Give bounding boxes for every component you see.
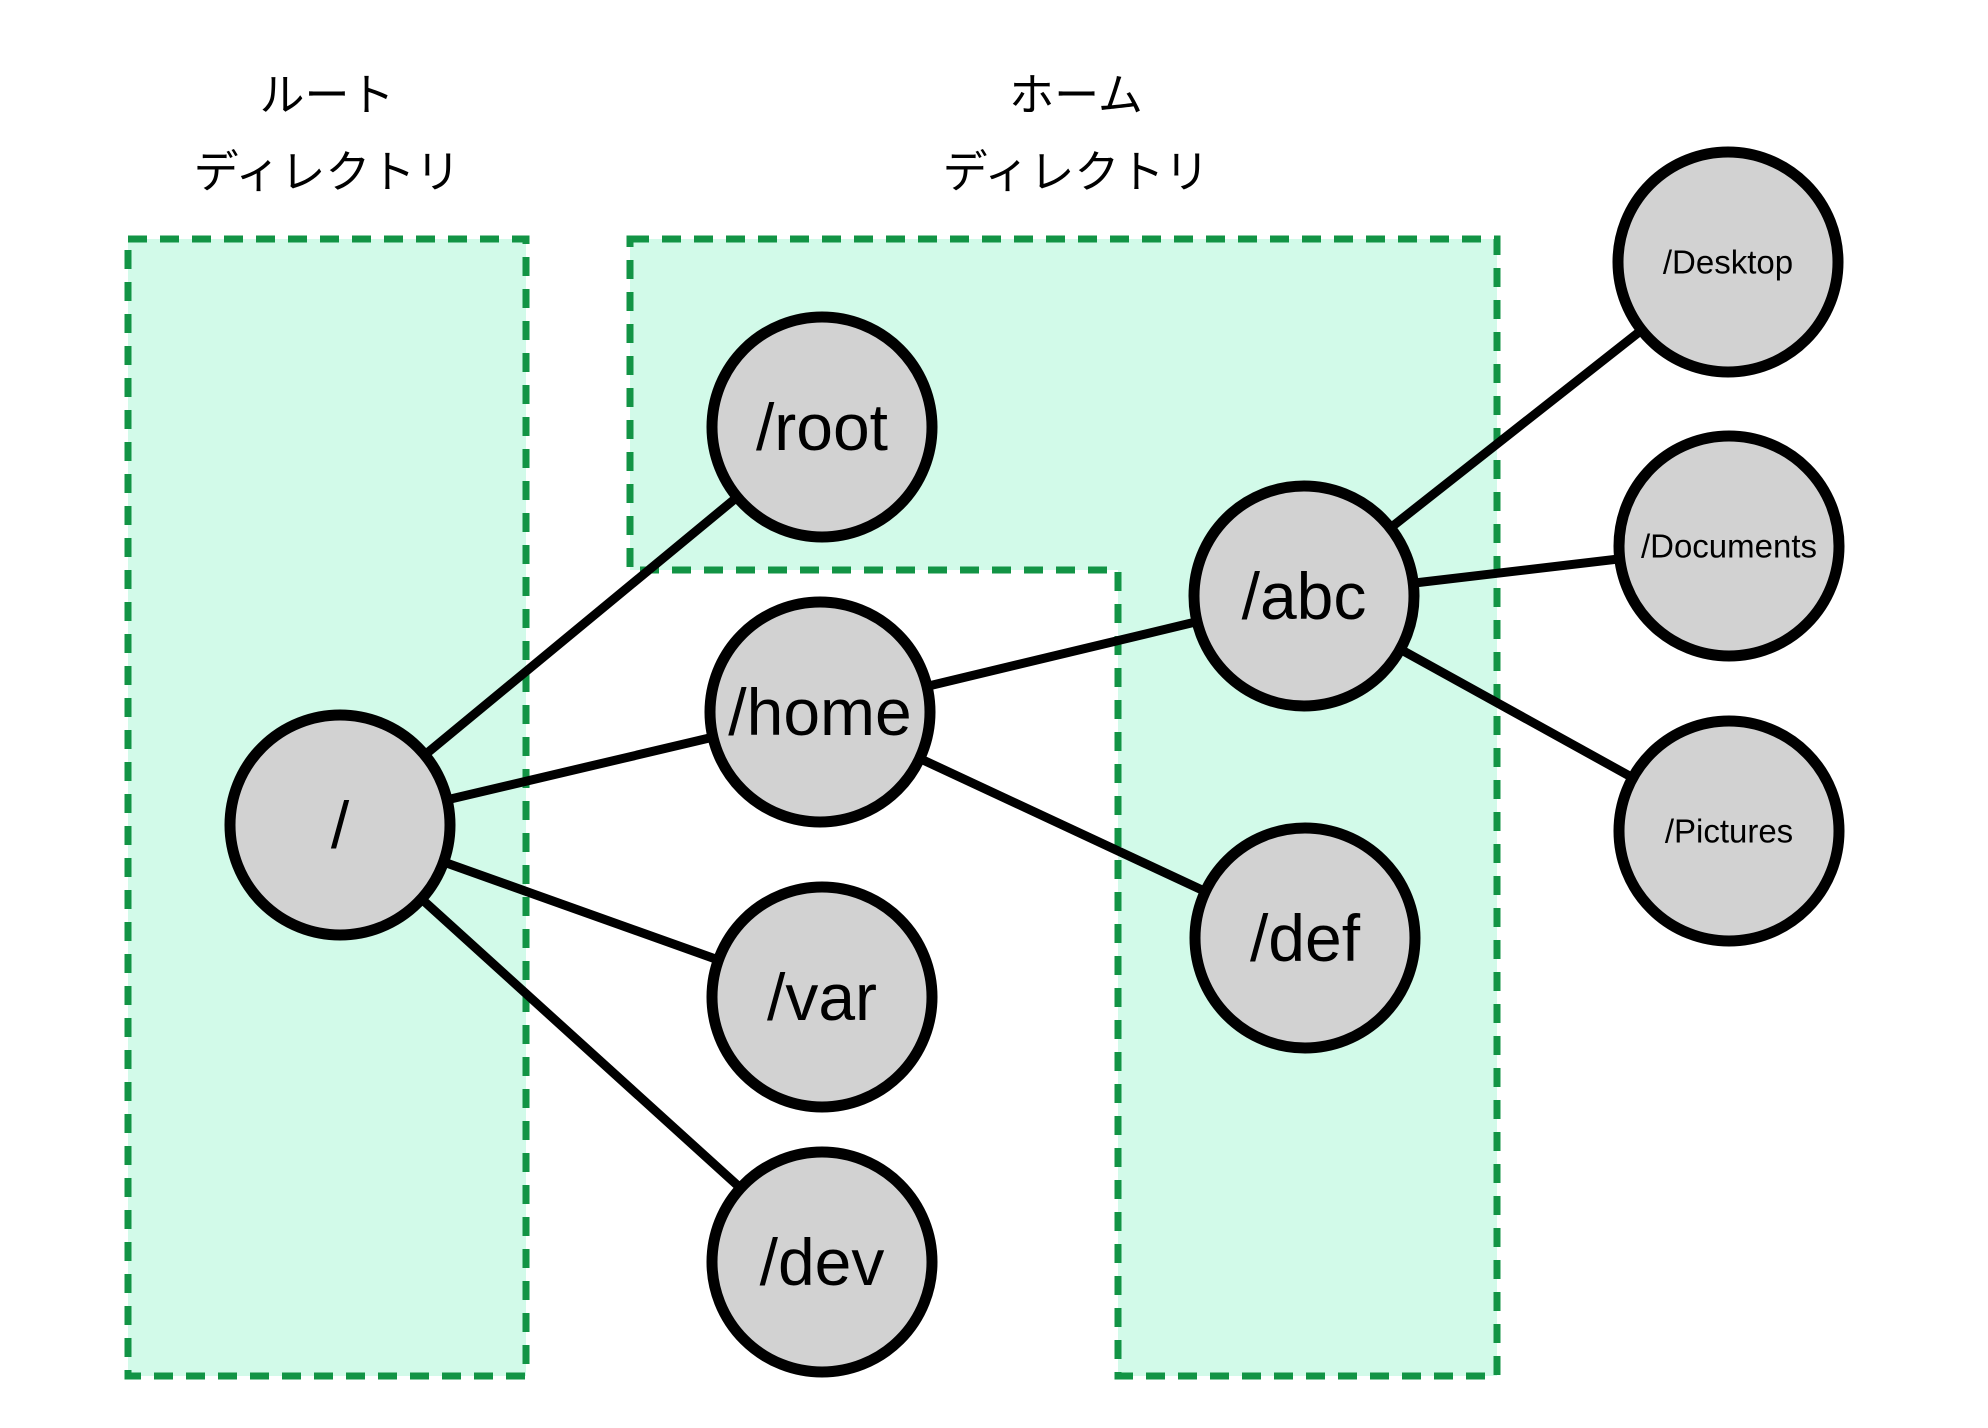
node-desktop: /Desktop (1612, 146, 1844, 378)
node-desktop-label: /Desktop (1663, 244, 1793, 281)
node-pictures: /Pictures (1613, 715, 1845, 947)
node-slash-label: / (331, 788, 350, 862)
node-abc: /abc (1188, 480, 1420, 712)
node-home-label: /home (728, 675, 911, 749)
home-directory-title-line2: ディレクトリ (943, 147, 1210, 198)
root-directory-title-line1: ルート (259, 70, 394, 121)
home-directory-title-line1: ホーム (1009, 70, 1143, 121)
node-pictures-label: /Pictures (1665, 813, 1793, 850)
node-abc-circle (1188, 480, 1420, 712)
node-root-label: /root (756, 390, 888, 464)
node-slash-circle (224, 709, 456, 941)
node-dev: /dev (706, 1146, 938, 1378)
node-def: /def (1189, 822, 1421, 1054)
node-dev-circle (706, 1146, 938, 1378)
node-root-circle (706, 311, 938, 543)
root-directory-title-line2: ディレクトリ (194, 147, 461, 198)
node-var-circle (706, 881, 938, 1113)
node-documents: /Documents (1613, 430, 1845, 662)
node-home-circle (704, 596, 936, 828)
node-desktop-circle (1612, 146, 1844, 378)
node-home: /home (704, 596, 936, 828)
node-pictures-circle (1613, 715, 1845, 947)
node-def-label: /def (1250, 901, 1361, 975)
node-root: /root (706, 311, 938, 543)
node-documents-circle (1613, 430, 1845, 662)
node-var: /var (706, 881, 938, 1113)
node-documents-label: /Documents (1641, 528, 1817, 565)
node-abc-label: /abc (1242, 559, 1367, 633)
node-var-label: /var (767, 960, 877, 1034)
node-dev-label: /dev (760, 1225, 885, 1299)
node-def-circle (1189, 822, 1421, 1054)
node-slash: / (224, 709, 456, 941)
